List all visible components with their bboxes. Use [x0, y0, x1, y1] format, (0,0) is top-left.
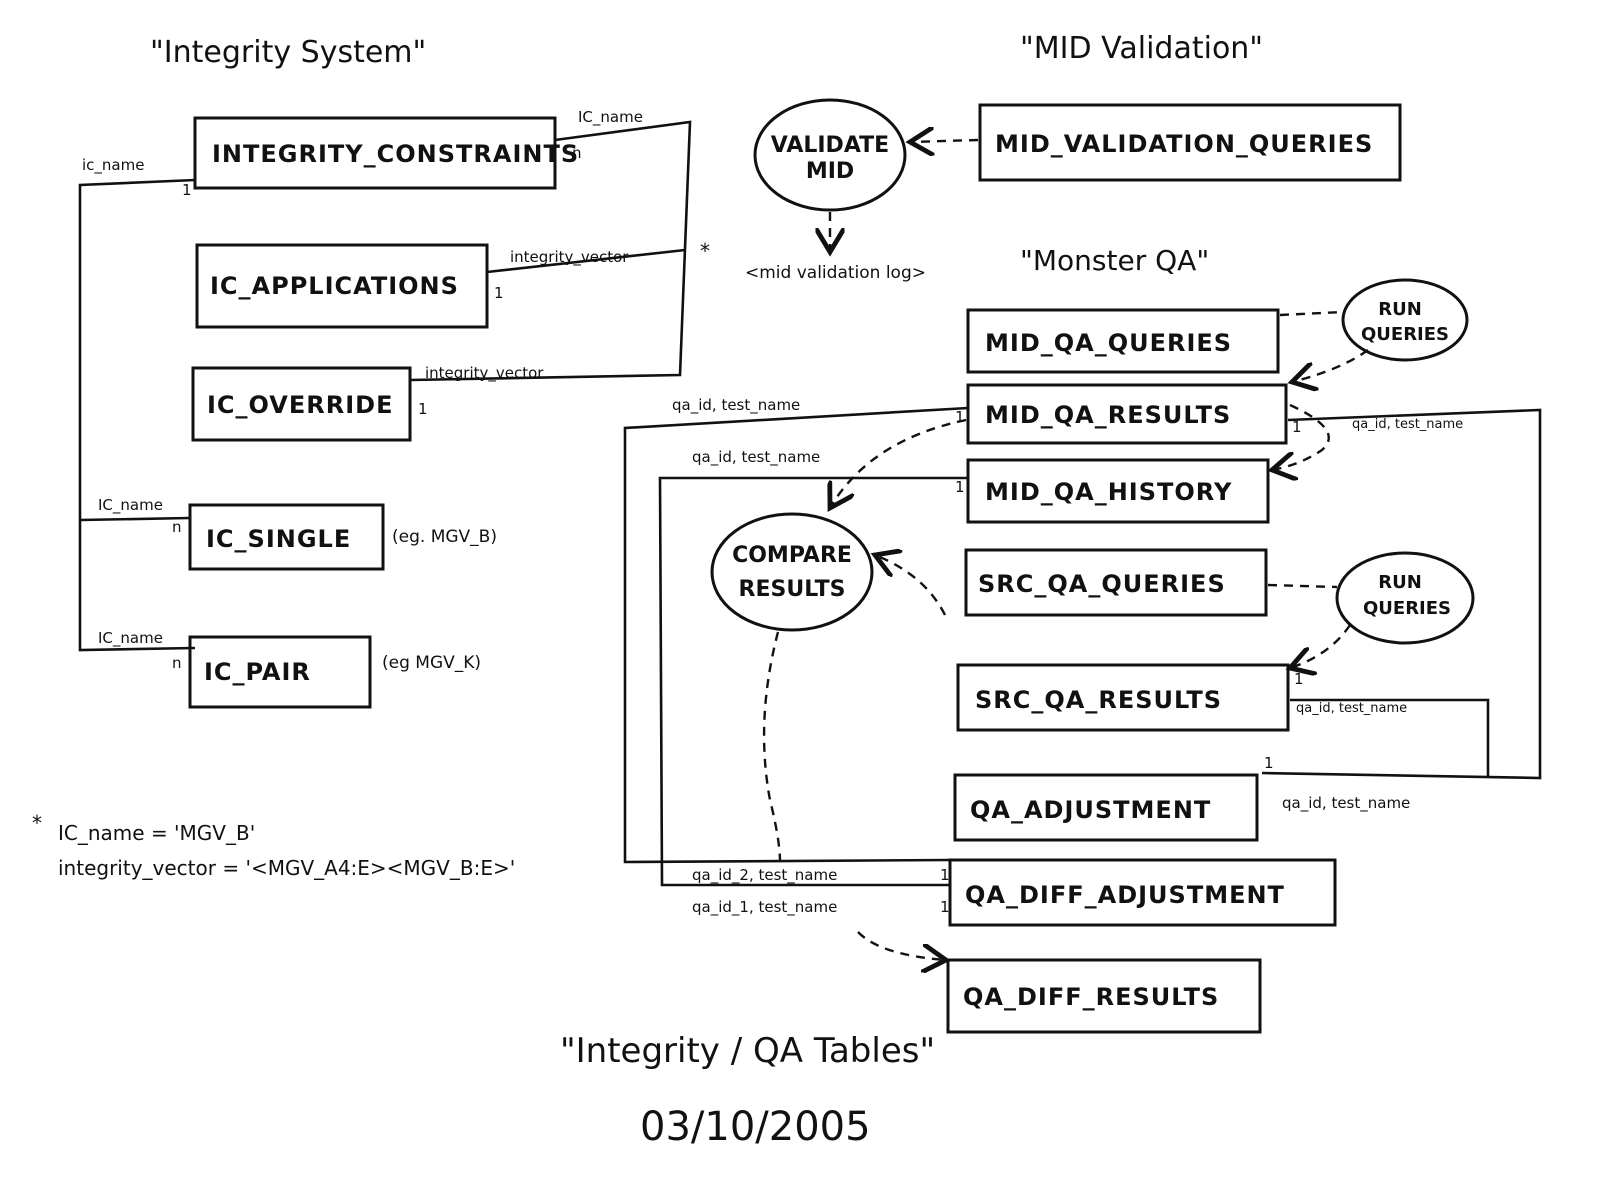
connector-ic-name-left [78, 178, 196, 652]
label-integrity-vector-override: integrity_vector [425, 364, 544, 383]
table-mid-qa-history: MID_QA_HISTORY [966, 458, 1270, 524]
flow-run-to-qa-results [1292, 349, 1369, 382]
footnote-line-1: IC_name = 'MGV_B' [58, 821, 255, 845]
cardinality-1: 1 [1264, 754, 1274, 772]
label-qa-id-test-name: qa_id, test_name [692, 448, 820, 467]
table-label: SRC_QA_RESULTS [975, 686, 1222, 714]
table-label: IC_PAIR [204, 658, 311, 686]
cardinality-1: 1 [1294, 670, 1304, 688]
process-label: QUERIES [1363, 598, 1451, 619]
flow-src-queries-to-run [1267, 583, 1338, 589]
connector-ic-name-right [409, 120, 692, 382]
table-label: MID_QA_RESULTS [985, 401, 1231, 429]
label-qa-id-test-name: qa_id, test_name [1296, 701, 1407, 716]
heading-monster-qa: "Monster QA" [1020, 244, 1209, 277]
table-mid-qa-queries: MID_QA_QUERIES [966, 308, 1280, 374]
table-label: MID_QA_HISTORY [985, 478, 1232, 506]
table-label: IC_OVERRIDE [207, 391, 393, 419]
label-qa-id-1-test-name: qa_id_1, test_name [692, 898, 837, 917]
connector-ic-applications [486, 248, 686, 274]
flow-results-to-compare [830, 418, 967, 508]
process-validate-mid: VALIDATE MID [753, 98, 907, 212]
cardinality-n: n [172, 518, 182, 536]
flow-results-to-history [1272, 403, 1330, 470]
label-qa-id-test-name: qa_id, test_name [672, 396, 800, 415]
table-ic-applications: IC_APPLICATIONS [195, 243, 489, 329]
connector-qa-id-src [1290, 698, 1490, 778]
flow-run-to-src-results [1290, 624, 1351, 668]
cardinality-1: 1 [1292, 418, 1302, 436]
table-label: QA_ADJUSTMENT [970, 796, 1211, 824]
caption-title: "Integrity / QA Tables" [560, 1031, 935, 1071]
flow-to-qa-diff-results [857, 931, 946, 960]
connector-qa-id-top [623, 406, 969, 864]
table-integrity-constraints: INTEGRITY_CONSTRAINTS [193, 116, 579, 190]
connector-qa-id-right [1261, 408, 1542, 780]
table-label: IC_APPLICATIONS [210, 272, 459, 300]
process-run-queries-top: RUN QUERIES [1341, 278, 1469, 362]
process-label: MID [806, 159, 854, 184]
example-ic-pair: (eg MGV_K) [382, 653, 481, 673]
table-label: MID_VALIDATION_QUERIES [995, 130, 1373, 158]
cardinality-1: 1 [494, 284, 504, 302]
process-compare-results: COMPARE RESULTS [710, 512, 874, 632]
table-ic-pair: IC_PAIR [188, 635, 372, 709]
label-qa-id-test-name: qa_id, test_name [1282, 794, 1410, 813]
table-src-qa-results: SRC_QA_RESULTS [956, 663, 1290, 732]
cardinality-1: 1 [955, 478, 965, 496]
process-label: VALIDATE [771, 133, 889, 158]
label-qa-id-test-name: qa_id, test_name [1352, 417, 1463, 432]
table-mid-validation-queries: MID_VALIDATION_QUERIES [978, 103, 1402, 182]
table-label: QA_DIFF_ADJUSTMENT [965, 881, 1285, 909]
heading-integrity-system: "Integrity System" [150, 35, 426, 70]
footnote-star: * [32, 811, 42, 835]
cardinality-1: 1 [940, 866, 950, 884]
process-label: RUN [1378, 572, 1422, 593]
label-mid-validation-log: <mid validation log> [745, 263, 926, 283]
label-ic-name-left: ic_name [82, 156, 144, 175]
table-ic-single: IC_SINGLE [188, 503, 385, 571]
cardinality-1: 1 [182, 181, 192, 199]
cardinality-n: n [172, 654, 182, 672]
cardinality-1: 1 [955, 408, 965, 426]
table-qa-diff-results: QA_DIFF_RESULTS [946, 958, 1262, 1034]
heading-mid-validation: "MID Validation" [1020, 31, 1263, 66]
cardinality-n: n [572, 144, 582, 162]
label-qa-id-2-test-name: qa_id_2, test_name [692, 866, 837, 885]
cardinality-star: * [700, 239, 710, 263]
flow-qa-queries-to-run [1279, 310, 1344, 317]
process-label: COMPARE [732, 543, 852, 568]
flow-src-results-to-compare [875, 555, 947, 616]
process-label: RUN [1378, 299, 1422, 320]
connector-ic-single [79, 516, 191, 522]
table-mid-qa-results: MID_QA_RESULTS [966, 383, 1288, 445]
process-run-queries-bottom: RUN QUERIES [1335, 551, 1475, 645]
process-label: QUERIES [1361, 324, 1449, 345]
table-src-qa-queries: SRC_QA_QUERIES [964, 548, 1268, 617]
label-ic-name-right: IC_name [578, 108, 643, 127]
process-label: RESULTS [739, 577, 846, 602]
table-label: IC_SINGLE [206, 525, 351, 553]
label-integrity-vector-app: integrity_vector [510, 248, 629, 267]
example-ic-single: (eg. MGV_B) [392, 527, 497, 547]
table-label: SRC_QA_QUERIES [978, 570, 1226, 598]
footnote-line-2: integrity_vector = '<MGV_A4:E><MGV_B:E>' [58, 856, 515, 880]
flow-compare-down [762, 631, 782, 863]
caption-date: 03/10/2005 [640, 1104, 871, 1150]
table-qa-adjustment: QA_ADJUSTMENT [953, 773, 1259, 842]
footnote: * IC_name = 'MGV_B' integrity_vector = '… [32, 811, 515, 880]
cardinality-1: 1 [940, 898, 950, 916]
table-label: INTEGRITY_CONSTRAINTS [212, 140, 579, 168]
table-qa-diff-adjustment: QA_DIFF_ADJUSTMENT [948, 858, 1337, 927]
flow-queries-to-validate [910, 140, 979, 142]
table-label: MID_QA_QUERIES [985, 329, 1232, 357]
table-ic-override: IC_OVERRIDE [191, 366, 412, 442]
table-label: QA_DIFF_RESULTS [963, 983, 1219, 1011]
label-ic-name-pair: IC_name [98, 629, 163, 648]
label-ic-name-single: IC_name [98, 496, 163, 515]
cardinality-1: 1 [418, 400, 428, 418]
connector-qa-id-history [658, 476, 968, 887]
